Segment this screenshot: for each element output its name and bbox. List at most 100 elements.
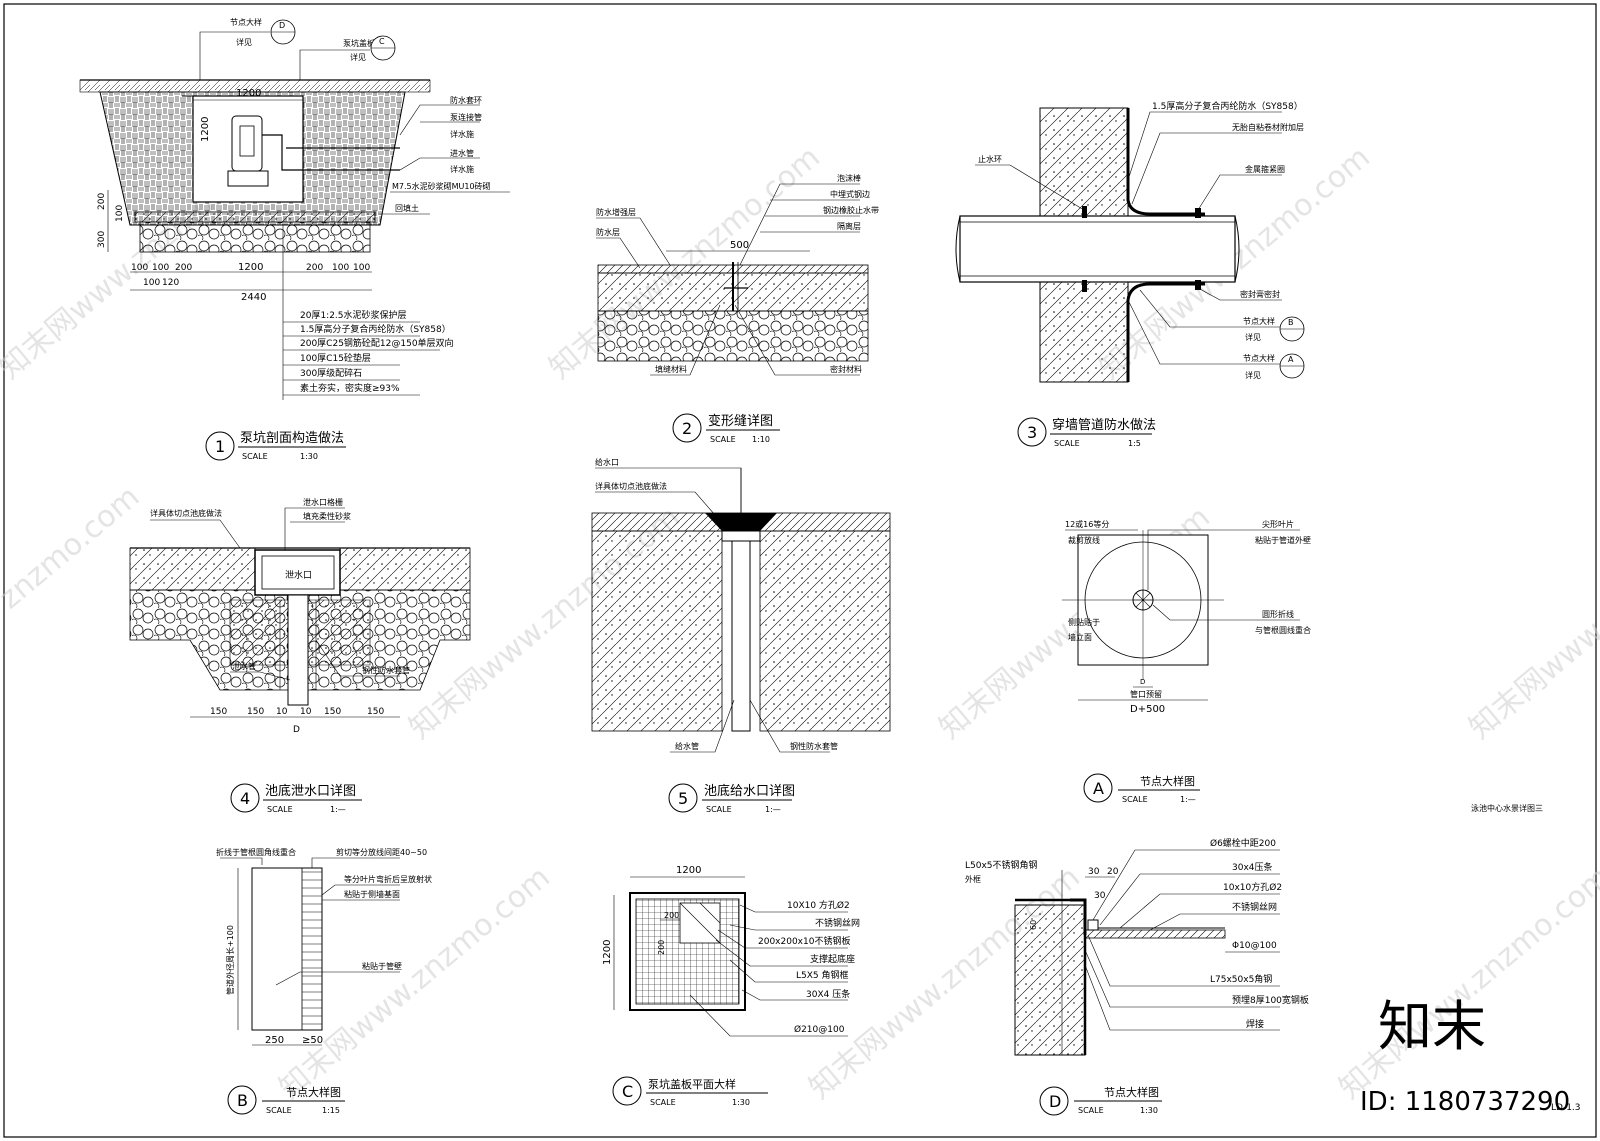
d1-dim-b4: 200 (306, 263, 323, 273)
dC-scale-label: SCALE (650, 1098, 676, 1107)
dA-scale: 1:— (1180, 795, 1196, 804)
d1-dim-b2: 100 (152, 263, 169, 273)
d5-title: 池底给水口详图 (704, 783, 795, 799)
detail-a-node: 12或16等分 裁剪放线 尖形叶片 粘贴于管道外壁 侧贴贴于 墙立面 圆形折线 … (1062, 519, 1311, 804)
dD-r3: 10x10方孔Ø2 (1223, 881, 1282, 893)
d4-number: 4 (240, 789, 250, 808)
dB-w1: 250 (265, 1035, 284, 1046)
dC-r1: 10X10 方孔Ø2 (787, 899, 850, 911)
dD-title: 节点大样图 (1104, 1085, 1159, 1099)
d1-layer-6: 素土夯实，密实度≥93% (300, 382, 400, 394)
dB-r2: 粘贴于侧墙基面 (344, 889, 400, 899)
d4-t1: 泄水口格栅 (303, 497, 343, 507)
d4-box: 泄水口 (285, 569, 312, 581)
d1-dim-v300: 300 (97, 231, 107, 248)
d2-b2: 密封材料 (830, 364, 862, 374)
dB-t2: 剪切等分放线间距40~50 (336, 847, 427, 857)
d5-l1: 给水口 (595, 457, 619, 467)
dA-dim: D+500 (1130, 704, 1165, 715)
d1-dim-b5: 100 (332, 263, 349, 273)
detail-4-pool-drain: 泄水口 详具体切点池底做法 泄水口格栅 填充柔性砂浆 泄水管 钢性防水套管 15… (129, 497, 471, 814)
dD-tl2: 外框 (965, 874, 981, 884)
dC-r2: 不锈钢丝网 (815, 917, 860, 929)
dC-title: 泵坑盖板平面大样 (648, 1077, 736, 1091)
d2-r2: 中埋式钢边 (830, 189, 870, 199)
d3-top: 1.5厚高分子复合丙纶防水（SY858） (1152, 100, 1303, 112)
d2-r4: 隔离层 (837, 221, 861, 231)
dD-d60: 60 (1029, 920, 1038, 930)
dA-letter: A (1093, 779, 1104, 798)
dC-i2: 200 (657, 940, 666, 955)
d2-scale-label: SCALE (710, 435, 736, 444)
d1-see: 详见 (236, 37, 252, 47)
dA-l1: 侧贴贴于 (1068, 617, 1100, 627)
d1-dim-bc: 1200 (238, 262, 263, 273)
d5-scale: 1:— (765, 805, 781, 814)
d1-dim-s2: 120 (162, 278, 179, 288)
d1-layer-5: 300厚级配碎石 (300, 367, 362, 379)
d4-l1: 详具体切点池底做法 (150, 508, 222, 518)
d3-t3: 金属箍紧圈 (1245, 164, 1285, 174)
detail-b-node: 折线于管根圆角线重合 剪切等分放线间距40~50 等分叶片弯折后呈放射状 粘贴于… (216, 847, 432, 1115)
dB-r3: 粘贴于管壁 (362, 961, 402, 971)
d3-b1: 密封膏密封 (1240, 289, 1280, 299)
d3-t2: 无胎自粘卷材附加层 (1232, 122, 1304, 132)
d2-number: 2 (682, 419, 692, 438)
dC-scale: 1:30 (732, 1098, 750, 1107)
dB-r1: 等分叶片弯折后呈放射状 (344, 874, 432, 884)
d4-dim-f: 150 (367, 707, 384, 717)
d1-layer-1: 20厚1:2.5水泥砂浆保护层 (300, 309, 407, 321)
d1-layer-2: 1.5厚高分子复合丙纶防水（SY858） (300, 323, 451, 335)
d2-scale: 1:10 (752, 435, 770, 444)
dB-letter: B (237, 1091, 248, 1110)
watermark-id: ID: 1180737290 (1360, 1087, 1570, 1117)
detail-5-pool-inlet: 给水口 详具体切点池底做法 给水管 钢性防水套管 5 池底给水口详图 SCALE… (591, 457, 891, 814)
d1-r2: 泵连接管 (450, 112, 482, 122)
d4-dim-a: 150 (210, 707, 227, 717)
detail-1-pump-pit: 1200 1200 200 100 300 100 100 200 1200 2… (79, 17, 510, 461)
dA-tr2: 粘贴于管道外壁 (1255, 535, 1311, 545)
detail-d-node: L50x5不锈钢角钢 外框 30 20 30 60 Ø6螺栓中距200 30x4… (965, 837, 1309, 1116)
watermark-text: 知末网www.znzmo.com (1463, 500, 1600, 746)
dC-dim-w: 1200 (676, 865, 701, 876)
dA-title: 节点大样图 (1140, 774, 1195, 788)
d1-layer-4: 100厚C15砼垫层 (300, 352, 371, 364)
d1-number: 1 (215, 437, 225, 456)
d1-cover-label: 泵坑盖板 (343, 38, 375, 48)
d1-node-label: 节点大样 (230, 17, 262, 27)
watermark-brand: 知末 (1378, 995, 1486, 1058)
d4-dim-c: 10 (276, 707, 288, 717)
dA-r1: 圆形折线 (1262, 609, 1294, 619)
d1-dim-total: 2440 (241, 292, 266, 303)
d1-scale: 1:30 (300, 452, 318, 461)
d4-scale: 1:— (330, 805, 346, 814)
dA-tl2: 裁剪放线 (1068, 535, 1100, 545)
d3-see-a: 详见 (1245, 370, 1261, 380)
dB-w2: ≥50 (302, 1035, 323, 1046)
d4-scale-label: SCALE (267, 805, 293, 814)
dD-r7: 预埋8厚100宽钢板 (1232, 994, 1309, 1006)
d5-l2: 详具体切点池底做法 (595, 481, 667, 491)
dD-d30a: 30 (1088, 867, 1100, 877)
dA-l2: 墙立面 (1068, 632, 1092, 642)
dC-r4: 支撑起底座 (810, 953, 855, 965)
d3-l1: 止水环 (978, 154, 1002, 164)
dB-scale-label: SCALE (266, 1106, 292, 1115)
dC-letter: C (622, 1082, 633, 1101)
dC-dim-h: 1200 (602, 940, 613, 965)
d4-dim-b: 150 (247, 707, 264, 717)
d5-number: 5 (678, 789, 688, 808)
d2-b1: 填缝材料 (655, 364, 687, 374)
dC-r5: L5X5 角钢框 (796, 969, 849, 981)
detail-2-expansion-joint: 500 防水增强层 防水层 泡沫棒 中埋式钢边 钢边橡胶止水带 隔离层 填缝材料… (596, 173, 879, 444)
detail-3-wall-pipe: 1.5厚高分子复合丙纶防水（SY858） 无胎自粘卷材附加层 金属箍紧圈 止水环… (955, 100, 1305, 448)
d5-scale-label: SCALE (706, 805, 732, 814)
d1-dim-b3: 200 (175, 263, 192, 273)
d1-layer-3: 200厚C25钢筋砼配12@150单层双向 (300, 337, 454, 349)
watermark-text: 知末网www.znzmo.com (1333, 860, 1600, 1106)
d1-dim-b6: 100 (353, 263, 370, 273)
sheet-note: 泳池中心水景详图三 (1471, 803, 1543, 813)
dD-letter: D (1049, 1092, 1061, 1111)
dA-r2: 与管根圆线重合 (1255, 625, 1311, 635)
